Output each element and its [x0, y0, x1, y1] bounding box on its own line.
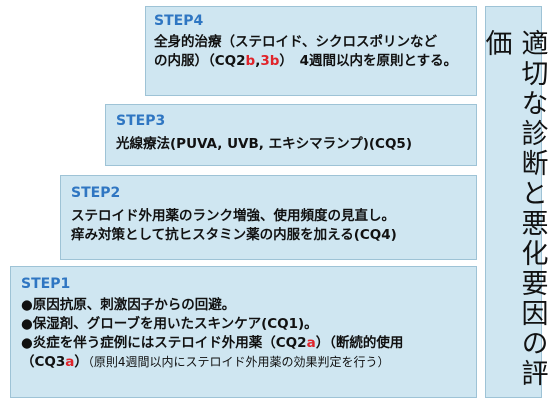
step1-note: （原則4週間以内にステロイド外用薬の効果判定を行う） — [87, 355, 390, 369]
step1-box: STEP1 ●原因抗原、刺激因子からの回避。 ●保湿剤、グローブを用いたスキンケ… — [10, 266, 477, 398]
step1-label: STEP1 — [21, 276, 71, 292]
step1-line4: （CQ3a）（原則4週間以内にステロイド外用薬の効果判定を行う） — [21, 353, 466, 372]
step3-box: STEP3 光線療法(PUVA, UVB, エキシマランプ)(CQ5) — [105, 104, 477, 166]
step4-cq2-grade: b — [245, 53, 256, 69]
side-title: 適切な診断と悪化要因の評価 — [480, 29, 548, 389]
step4-line2-text-e: ） 4週間以内を原則とする。 — [279, 53, 458, 69]
step1-line2: ●保湿剤、グローブを用いたスキンケア(CQ1)。 — [21, 316, 318, 332]
step1-line4-text-c: ） — [74, 354, 88, 370]
step2-line2: 痒み対策として抗ヒスタミン薬の内服を加える(CQ4) — [71, 227, 397, 243]
side-title-box: 適切な診断と悪化要因の評価 — [481, 6, 548, 398]
step3-label: STEP3 — [116, 113, 166, 129]
step4-line2-text-a: の内服）（CQ2 — [154, 53, 246, 69]
step3-line1: 光線療法(PUVA, UVB, エキシマランプ)(CQ5) — [116, 136, 412, 152]
step1-cq2-grade: a — [306, 335, 316, 351]
step4-line1: 全身的治療（ステロイド、シクロスポリンなど — [154, 34, 437, 50]
step4-line2: の内服）（CQ2b,3b） 4週間以内を原則とする。 — [154, 52, 468, 71]
step4-box: STEP4 全身的治療（ステロイド、シクロスポリンなど の内服）（CQ2b,3b… — [145, 6, 477, 96]
step1-line3: ●炎症を伴う症例にはステロイド外用薬（CQ2a）（断続的使用 — [21, 334, 466, 353]
step4-line2-text-c: , — [255, 53, 261, 69]
step4-label: STEP4 — [154, 13, 204, 29]
step2-box: STEP2 ステロイド外用薬のランク増強、使用頻度の見直し。 痒み対策として抗ヒ… — [60, 175, 477, 260]
step2-label: STEP2 — [71, 185, 121, 201]
step1-line4-text-a: （CQ3 — [21, 354, 66, 370]
step1-line3-text-c: ）（断続的使用 — [315, 335, 404, 351]
step2-line1: ステロイド外用薬のランク増強、使用頻度の見直し。 — [71, 208, 395, 224]
step1-cq3-grade: a — [65, 354, 75, 370]
step4-cq3-grade: 3b — [260, 53, 280, 69]
step1-line3-text-a: ●炎症を伴う症例にはステロイド外用薬（CQ2 — [21, 335, 307, 351]
step1-line1: ●原因抗原、刺激因子からの回避。 — [21, 297, 236, 313]
